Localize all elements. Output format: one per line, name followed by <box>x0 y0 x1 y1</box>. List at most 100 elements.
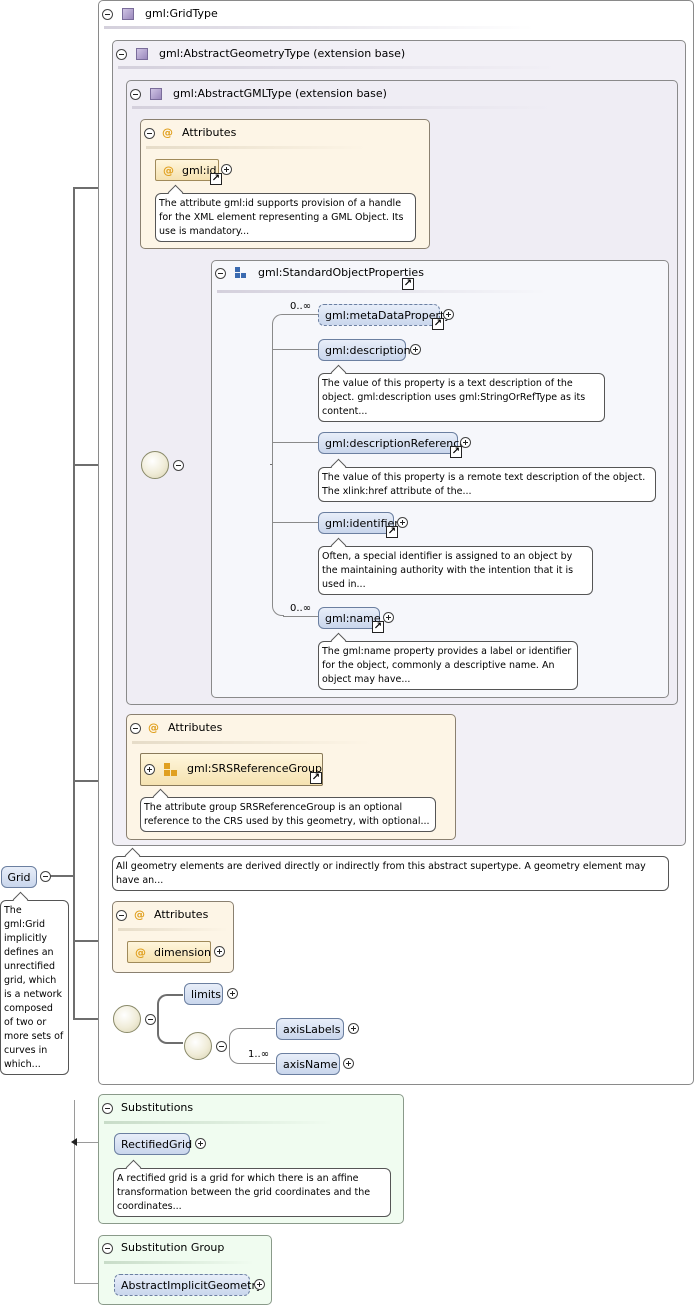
connector-line <box>74 1100 75 1283</box>
description-doc: The value of this property is a text des… <box>318 373 605 422</box>
complex-type-icon <box>136 48 148 60</box>
expand-toggle[interactable] <box>443 309 454 320</box>
separator <box>104 26 534 29</box>
srs-reference-group-doc: The attribute group SRSReferenceGroup is… <box>140 797 436 832</box>
element-identifier[interactable]: gml:identifier <box>318 512 399 534</box>
connector-line <box>74 1142 114 1143</box>
expand-toggle[interactable] <box>195 1138 206 1149</box>
collapse-toggle[interactable] <box>116 910 127 921</box>
separator <box>146 146 366 149</box>
element-meta-data-property[interactable]: gml:metaDataProperty <box>318 304 451 326</box>
grid-type-title: gml:GridType <box>145 7 218 20</box>
connector-line <box>74 1283 114 1284</box>
separator <box>118 66 558 69</box>
collapse-toggle[interactable] <box>173 460 184 471</box>
standard-object-properties-title: gml:StandardObjectProperties <box>258 266 424 279</box>
connector-line <box>157 994 183 1044</box>
separator <box>132 741 372 744</box>
description-reference-doc: The value of this property is a remote t… <box>318 467 656 502</box>
abstract-gml-type-title: gml:AbstractGMLType (extension base) <box>173 87 387 100</box>
element-axis-name[interactable]: axisName <box>276 1053 340 1075</box>
attributes-title: Attributes <box>168 721 223 734</box>
choice-compositor-icon[interactable] <box>184 1032 212 1060</box>
occurrence-label: 1..∞ <box>248 1049 270 1060</box>
element-description[interactable]: gml:description <box>318 339 411 361</box>
name-doc: The gml:name property provides a label o… <box>318 641 578 690</box>
gml-id-label: gml:id <box>182 164 217 177</box>
separator <box>217 290 547 293</box>
element-rectified-grid[interactable]: RectifiedGrid <box>114 1133 192 1155</box>
connector-line <box>283 616 318 617</box>
collapse-toggle[interactable] <box>102 9 113 20</box>
expand-toggle[interactable] <box>460 437 471 448</box>
connector-line <box>272 314 284 616</box>
reference-arrow-icon[interactable]: ↗ <box>432 318 444 330</box>
rectified-grid-doc: A rectified grid is a grid for which the… <box>113 1168 391 1217</box>
reference-arrow-icon[interactable]: ↗ <box>450 446 462 458</box>
attribute-icon: @ <box>134 908 145 921</box>
collapse-toggle[interactable] <box>102 1243 113 1254</box>
attributes-title: Attributes <box>154 908 209 921</box>
separator <box>104 1261 254 1264</box>
reference-arrow-icon[interactable]: ↗ <box>372 621 384 633</box>
expand-toggle[interactable] <box>348 1023 359 1034</box>
element-axis-labels[interactable]: axisLabels <box>276 1018 344 1040</box>
sequence-compositor-icon[interactable] <box>141 451 169 479</box>
element-abstract-implicit-geometry[interactable]: AbstractImplicitGeometry <box>114 1274 263 1296</box>
gml-id-doc: The attribute gml:id supports provision … <box>155 193 416 242</box>
element-name[interactable]: gml:name <box>318 607 381 629</box>
expand-toggle[interactable] <box>254 1279 265 1290</box>
dimension-label: dimension <box>154 946 211 959</box>
reference-arrow-icon[interactable]: ↗ <box>402 278 414 290</box>
collapse-toggle[interactable] <box>145 1014 156 1025</box>
separator <box>118 928 228 931</box>
expand-toggle[interactable] <box>397 517 408 528</box>
collapse-toggle[interactable] <box>130 89 141 100</box>
expand-toggle[interactable] <box>383 612 394 623</box>
collapse-toggle[interactable] <box>116 49 127 60</box>
complex-type-icon <box>122 8 134 20</box>
attributes-title: Attributes <box>182 126 237 139</box>
attribute-icon: @ <box>163 164 174 177</box>
element-description-reference[interactable]: gml:descriptionReference <box>318 432 466 454</box>
sequence-compositor-icon[interactable] <box>113 1005 141 1033</box>
collapse-toggle[interactable] <box>144 128 155 139</box>
separator <box>104 1121 334 1124</box>
connector-line <box>73 187 75 1019</box>
connector-line <box>270 464 273 465</box>
srs-reference-group-label: gml:SRSReferenceGroup <box>187 762 322 775</box>
arrow-head-icon <box>71 1138 77 1146</box>
collapse-toggle[interactable] <box>40 871 51 882</box>
separator <box>132 106 552 109</box>
expand-toggle[interactable] <box>144 764 155 775</box>
grid-doc: The gml:Grid implicitly defines an unrec… <box>0 900 69 1075</box>
grid-element[interactable]: Grid <box>1 866 37 888</box>
attribute-icon: @ <box>162 126 173 139</box>
collapse-toggle[interactable] <box>130 723 141 734</box>
dimension-attribute[interactable]: @ dimension <box>127 941 211 963</box>
identifier-doc: Often, a special identifier is assigned … <box>318 546 593 595</box>
reference-arrow-icon[interactable]: ↗ <box>386 526 398 538</box>
srs-reference-group[interactable]: gml:SRSReferenceGroup <box>140 753 323 786</box>
gml-id-attribute[interactable]: @ gml:id <box>155 159 219 181</box>
connector-line <box>229 1028 275 1064</box>
model-group-icon <box>235 267 247 279</box>
expand-toggle[interactable] <box>214 946 225 957</box>
complex-type-icon <box>150 88 162 100</box>
collapse-toggle[interactable] <box>102 1103 113 1114</box>
abstract-geometry-type-doc: All geometry elements are derived direct… <box>112 856 669 891</box>
attribute-icon: @ <box>135 946 146 959</box>
connector-line <box>272 522 318 523</box>
abstract-geometry-type-title: gml:AbstractGeometryType (extension base… <box>159 47 406 60</box>
expand-toggle[interactable] <box>221 164 232 175</box>
expand-toggle[interactable] <box>227 988 238 999</box>
expand-toggle[interactable] <box>343 1058 354 1069</box>
collapse-toggle[interactable] <box>215 268 226 279</box>
connector-line <box>272 442 318 443</box>
occurrence-label: 0..∞ <box>290 301 312 312</box>
reference-arrow-icon[interactable]: ↗ <box>310 772 322 784</box>
element-limits[interactable]: limits <box>184 983 223 1005</box>
expand-toggle[interactable] <box>410 344 421 355</box>
collapse-toggle[interactable] <box>216 1041 227 1052</box>
reference-arrow-icon[interactable]: ↗ <box>210 173 222 185</box>
